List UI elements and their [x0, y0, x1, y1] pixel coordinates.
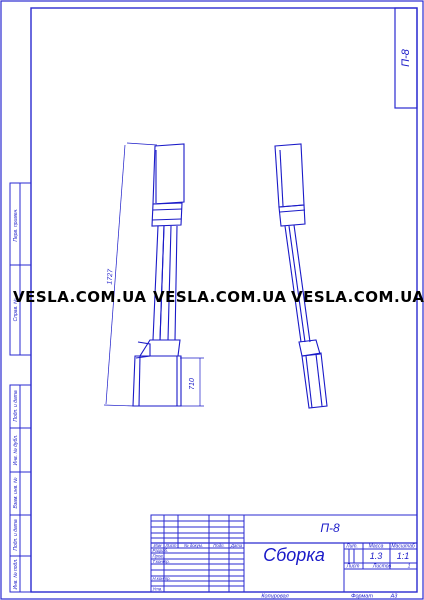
perv-primen-label: Перв. примен. — [13, 208, 19, 241]
format-value: A3 — [390, 594, 399, 600]
watermark-text-2: VESLA.COM.UA — [153, 288, 287, 306]
sheets-label: Листов — [372, 564, 392, 570]
sheets-value: 1 — [408, 564, 411, 570]
top-designation-text: П-8 — [400, 48, 412, 67]
scale-label: Масштаб — [391, 544, 415, 550]
stamp-ncontrol: Н.контр. — [153, 576, 171, 581]
watermark-text-3: VESLA.COM.UA — [291, 288, 424, 306]
overall-length-label: 1727 — [106, 268, 114, 285]
paddle-front-view — [132, 143, 185, 407]
sprav-label: Справ. № — [13, 298, 19, 321]
format-label: Формат — [351, 594, 373, 600]
stamp-checker: Пров. — [153, 554, 164, 559]
stamp-list: Лист — [164, 543, 176, 548]
title-designation: П-8 — [320, 521, 340, 535]
stamp-tcontrol: Т.контр. — [153, 559, 170, 564]
inv-dubl-label: Инв. № дубл. — [13, 435, 19, 466]
podp-data-label-1: Подп. и дата — [13, 390, 19, 422]
title-block — [150, 514, 418, 593]
dimension-blade-length — [180, 357, 204, 407]
stamp-sign: Подп. — [213, 543, 224, 548]
podp-data-label-2: Подп. и дата — [13, 519, 19, 551]
stamp-date: Дата — [230, 543, 243, 548]
stamp-doc: № докум. — [184, 543, 203, 548]
watermark-text-1: VESLA.COM.UA — [13, 288, 147, 306]
title-name: Сборка — [263, 545, 325, 565]
mass-label: Масса — [369, 544, 384, 550]
lit-label: Лит. — [345, 544, 358, 550]
blade-length-label: 710 — [189, 378, 196, 390]
stamp-izm: Изм — [154, 543, 162, 548]
top-designation-box: П-8 — [394, 7, 418, 109]
left-margin-stamps — [9, 182, 32, 593]
stamp-approved: Утв. — [153, 587, 163, 592]
scale-value: 1:1 — [397, 551, 410, 561]
sheet-label: Лист — [346, 564, 360, 570]
paddle-side-view — [274, 143, 328, 409]
dimension-overall-length — [103, 142, 158, 407]
copied-label: Копировал — [261, 594, 288, 600]
inv-podl-label: Инв. № подл. — [13, 558, 19, 589]
vzam-inv-label: Взам. инв. № — [13, 477, 19, 509]
mass-value: 1.3 — [370, 551, 383, 561]
stamp-developer: Разраб. — [153, 548, 169, 553]
